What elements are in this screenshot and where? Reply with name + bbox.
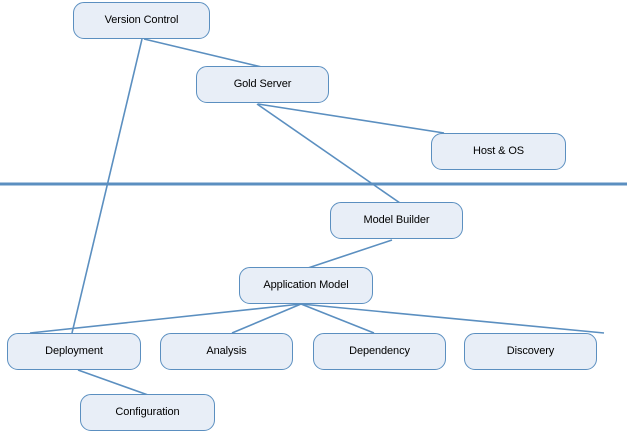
node-application-model[interactable]: Application Model xyxy=(239,267,373,304)
node-configuration[interactable]: Configuration xyxy=(80,394,215,431)
node-label-deployment: Deployment xyxy=(45,345,103,358)
node-dependency[interactable]: Dependency xyxy=(313,333,446,370)
node-label-dependency: Dependency xyxy=(349,345,410,358)
node-deployment[interactable]: Deployment xyxy=(7,333,141,370)
node-label-application-model: Application Model xyxy=(263,279,349,292)
node-discovery[interactable]: Discovery xyxy=(464,333,597,370)
node-label-discovery: Discovery xyxy=(506,345,555,358)
node-gold-server[interactable]: Gold Server xyxy=(196,66,329,103)
node-label-analysis: Analysis xyxy=(206,345,247,358)
node-model-builder[interactable]: Model Builder xyxy=(330,202,463,239)
node-label-configuration: Configuration xyxy=(115,406,180,419)
node-analysis[interactable]: Analysis xyxy=(160,333,293,370)
node-version-control[interactable]: Version Control xyxy=(73,2,210,39)
node-host-os[interactable]: Host & OS xyxy=(431,133,566,170)
node-label-host-os: Host & OS xyxy=(472,145,525,158)
node-label-gold-server: Gold Server xyxy=(233,78,292,91)
node-label-version-control: Version Control xyxy=(104,14,179,27)
node-label-model-builder: Model Builder xyxy=(363,214,430,227)
